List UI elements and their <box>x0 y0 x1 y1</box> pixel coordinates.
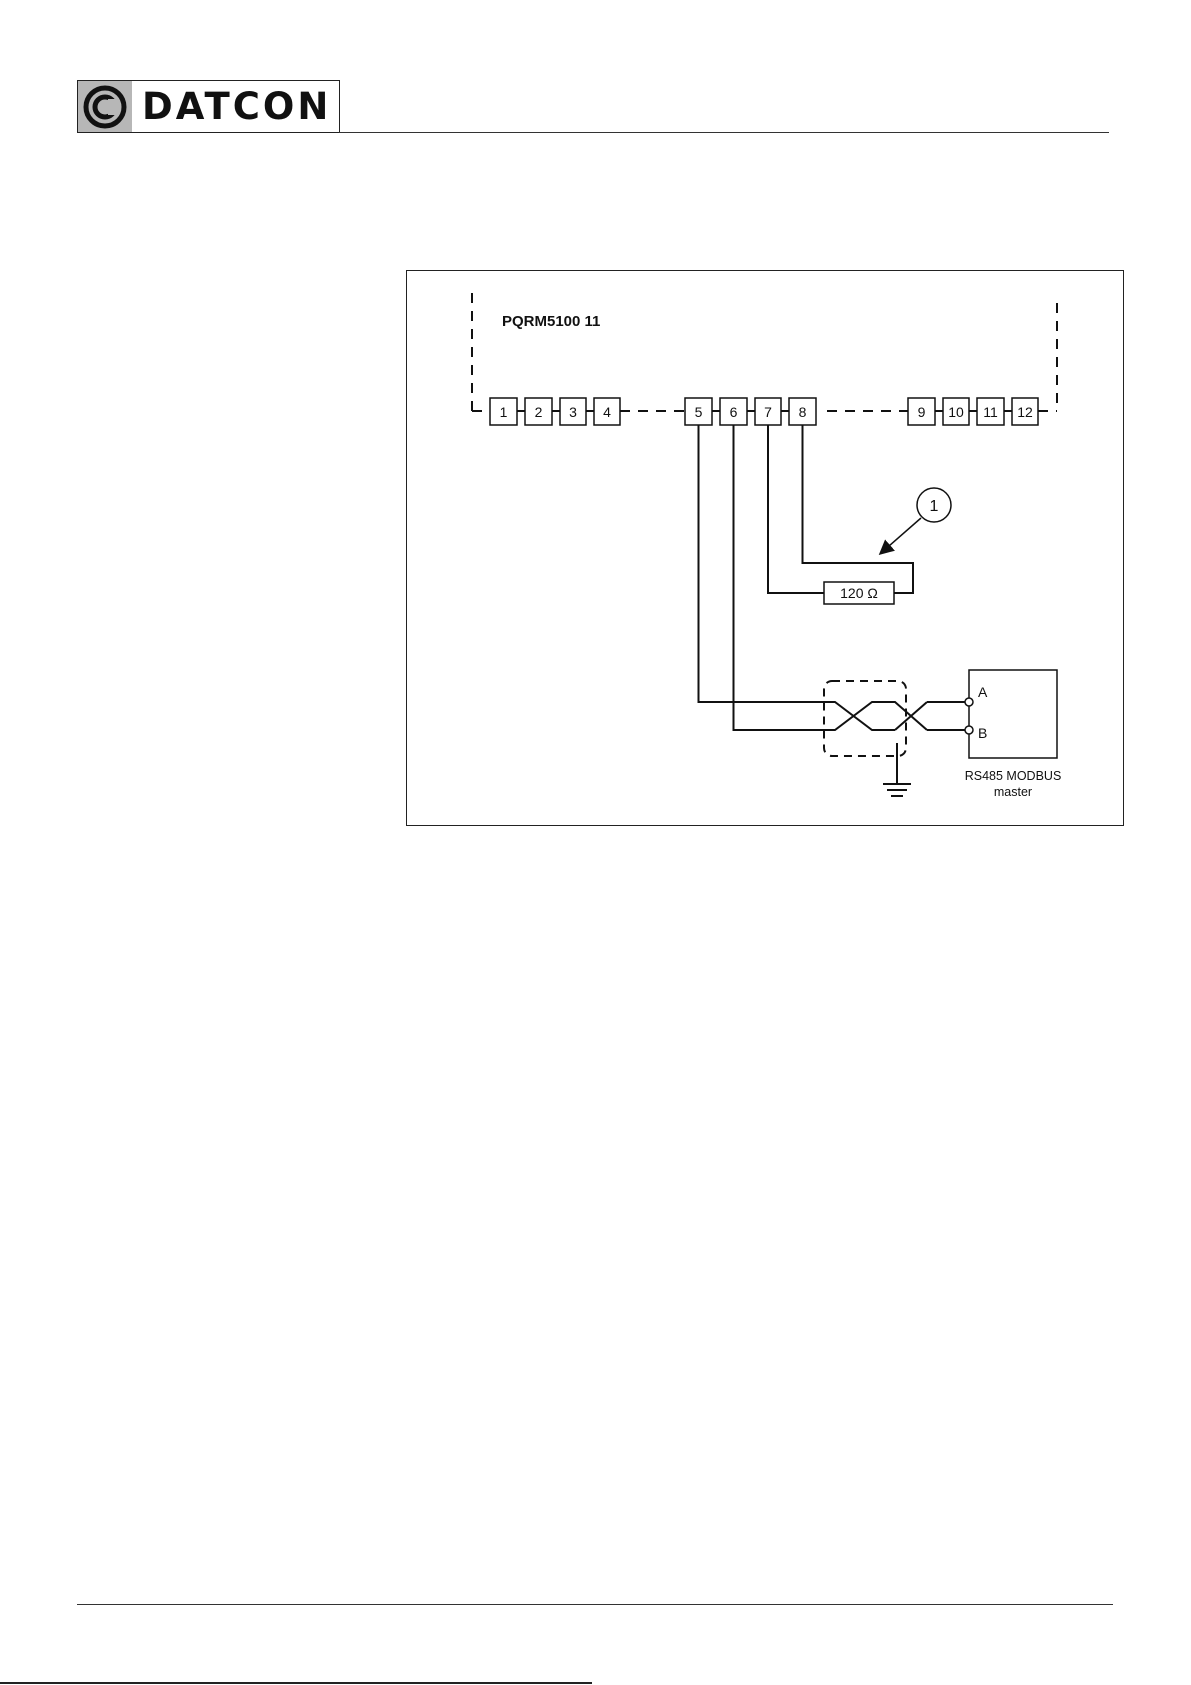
wire-terminal-6 <box>734 425 820 730</box>
terminal-9-label: 9 <box>918 404 926 420</box>
device-outline <box>472 293 1057 411</box>
terminal-3: 3 <box>560 398 586 425</box>
terminal-2-label: 2 <box>535 404 543 420</box>
logo-wordmark: DATCON <box>132 81 339 132</box>
master-terminal-a-label: A <box>978 684 988 700</box>
page-header: DATCON <box>77 80 1109 134</box>
terminal-5-label: 5 <box>695 404 703 420</box>
terminal-12: 12 <box>1012 398 1038 425</box>
terminal-block: 1 2 3 4 5 6 7 <box>490 398 1038 425</box>
resistor-label: 120 Ω <box>840 585 878 601</box>
terminal-4: 4 <box>594 398 620 425</box>
master-terminal-a-node <box>965 698 973 706</box>
wiring-diagram-frame: PQRM5100 11 1 2 3 4 5 <box>406 270 1124 826</box>
terminal-11: 11 <box>977 398 1004 425</box>
terminal-12-label: 12 <box>1017 404 1033 420</box>
footer-divider <box>77 1604 1113 1605</box>
wire-terminal-8 <box>803 425 914 593</box>
terminal-9: 9 <box>908 398 935 425</box>
rs485-master: A B RS485 MODBUS master <box>965 670 1062 799</box>
logo-emblem-icon <box>78 81 132 132</box>
terminal-7: 7 <box>755 398 781 425</box>
ground-icon <box>883 784 911 796</box>
header-divider <box>339 132 1109 133</box>
master-terminal-b-node <box>965 726 973 734</box>
terminal-8-label: 8 <box>799 404 807 420</box>
terminal-10: 10 <box>943 398 969 425</box>
bottom-edge-rule <box>0 1682 592 1684</box>
terminal-5: 5 <box>685 398 712 425</box>
terminal-11-label: 11 <box>983 404 998 420</box>
terminal-2: 2 <box>525 398 552 425</box>
master-terminal-b-label: B <box>978 725 987 741</box>
terminal-6: 6 <box>720 398 747 425</box>
master-label-line1: RS485 MODBUS <box>965 769 1062 783</box>
device-label: PQRM5100 11 <box>502 313 600 330</box>
wire-terminal-5 <box>699 425 820 702</box>
terminal-8: 8 <box>789 398 816 425</box>
terminal-4-label: 4 <box>603 404 611 420</box>
termination-resistor: 120 Ω <box>824 582 894 604</box>
terminal-1: 1 <box>490 398 517 425</box>
wire-terminal-7 <box>768 425 824 593</box>
terminal-6-label: 6 <box>730 404 738 420</box>
wiring-diagram: PQRM5100 11 1 2 3 4 5 <box>407 271 1125 827</box>
datcon-logo: DATCON <box>77 80 340 133</box>
cable-shield <box>824 681 906 756</box>
master-label-line2: master <box>994 785 1032 799</box>
terminal-10-label: 10 <box>948 404 964 420</box>
callout-1: 1 <box>881 488 951 553</box>
terminal-7-label: 7 <box>764 404 772 420</box>
terminal-3-label: 3 <box>569 404 577 420</box>
twisted-pair <box>819 702 927 730</box>
terminal-1-label: 1 <box>500 404 508 420</box>
callout-number: 1 <box>930 498 939 515</box>
